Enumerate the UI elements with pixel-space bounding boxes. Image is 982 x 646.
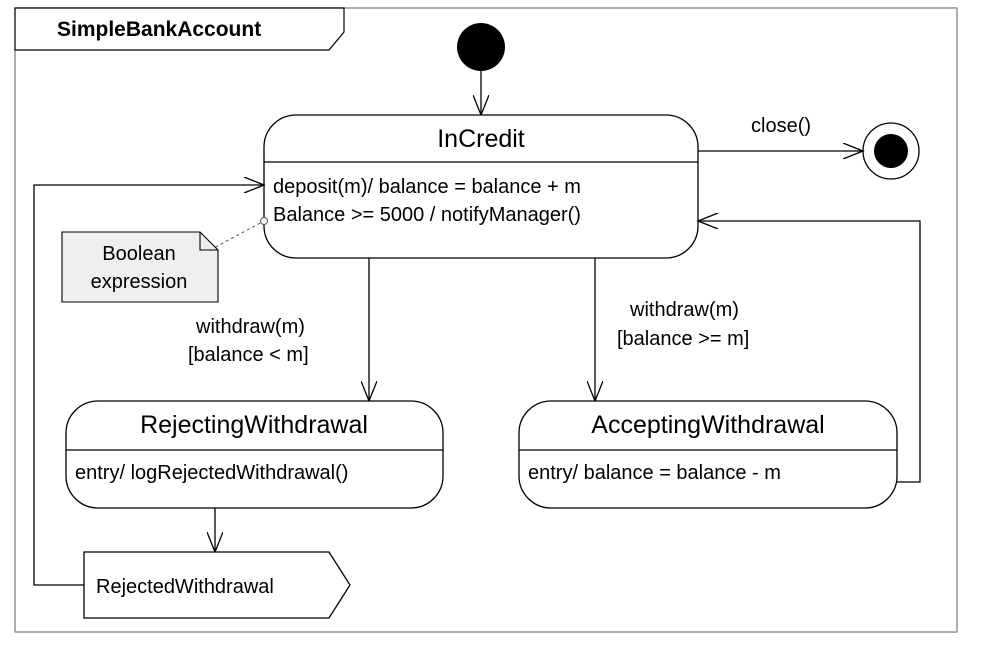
transition-withdraw-reject-label-1: withdraw(m) [195,316,305,338]
signal-rejected-withdrawal-label: RejectedWithdrawal [96,576,274,598]
state-rejecting-withdrawal [65,400,444,509]
state-rejecting-withdrawal-name: RejectingWithdrawal [140,411,368,439]
note-boolean-expression [61,231,219,303]
transition-withdraw-accept-label-2: [balance >= m] [617,328,749,350]
state-accepting-entry-action: entry/ balance = balance - m [528,462,781,484]
note-anchor-line [209,220,265,251]
state-accepting-withdrawal [518,400,898,509]
state-in-credit-internal-notify: Balance >= 5000 / notifyManager() [273,204,581,226]
frame-title-tab [14,7,345,51]
state-rejecting-entry-action: entry/ logRejectedWithdrawal() [75,462,348,484]
transition-accepting-to-incredit [698,221,921,483]
state-accepting-withdrawal-name: AcceptingWithdrawal [591,411,824,439]
diagram-frame [14,7,958,633]
note-line-2: expression [91,271,188,293]
final-state [874,134,908,168]
transition-withdraw-reject-label-2: [balance < m] [188,344,309,366]
note-fold-corner [199,232,218,251]
note-anchor-point [260,217,268,225]
signal-rejected-withdrawal [83,551,351,619]
transition-withdraw-accept-label-1: withdraw(m) [629,299,739,321]
state-in-credit-name: InCredit [437,125,525,153]
transition-signal-to-incredit [33,185,264,586]
state-in-credit-internal-deposit: deposit(m)/ balance = balance + m [273,176,581,198]
transition-close-label: close() [751,115,811,137]
frame-title: SimpleBankAccount [57,18,261,41]
note-line-1: Boolean [102,243,175,265]
initial-state [457,23,505,71]
